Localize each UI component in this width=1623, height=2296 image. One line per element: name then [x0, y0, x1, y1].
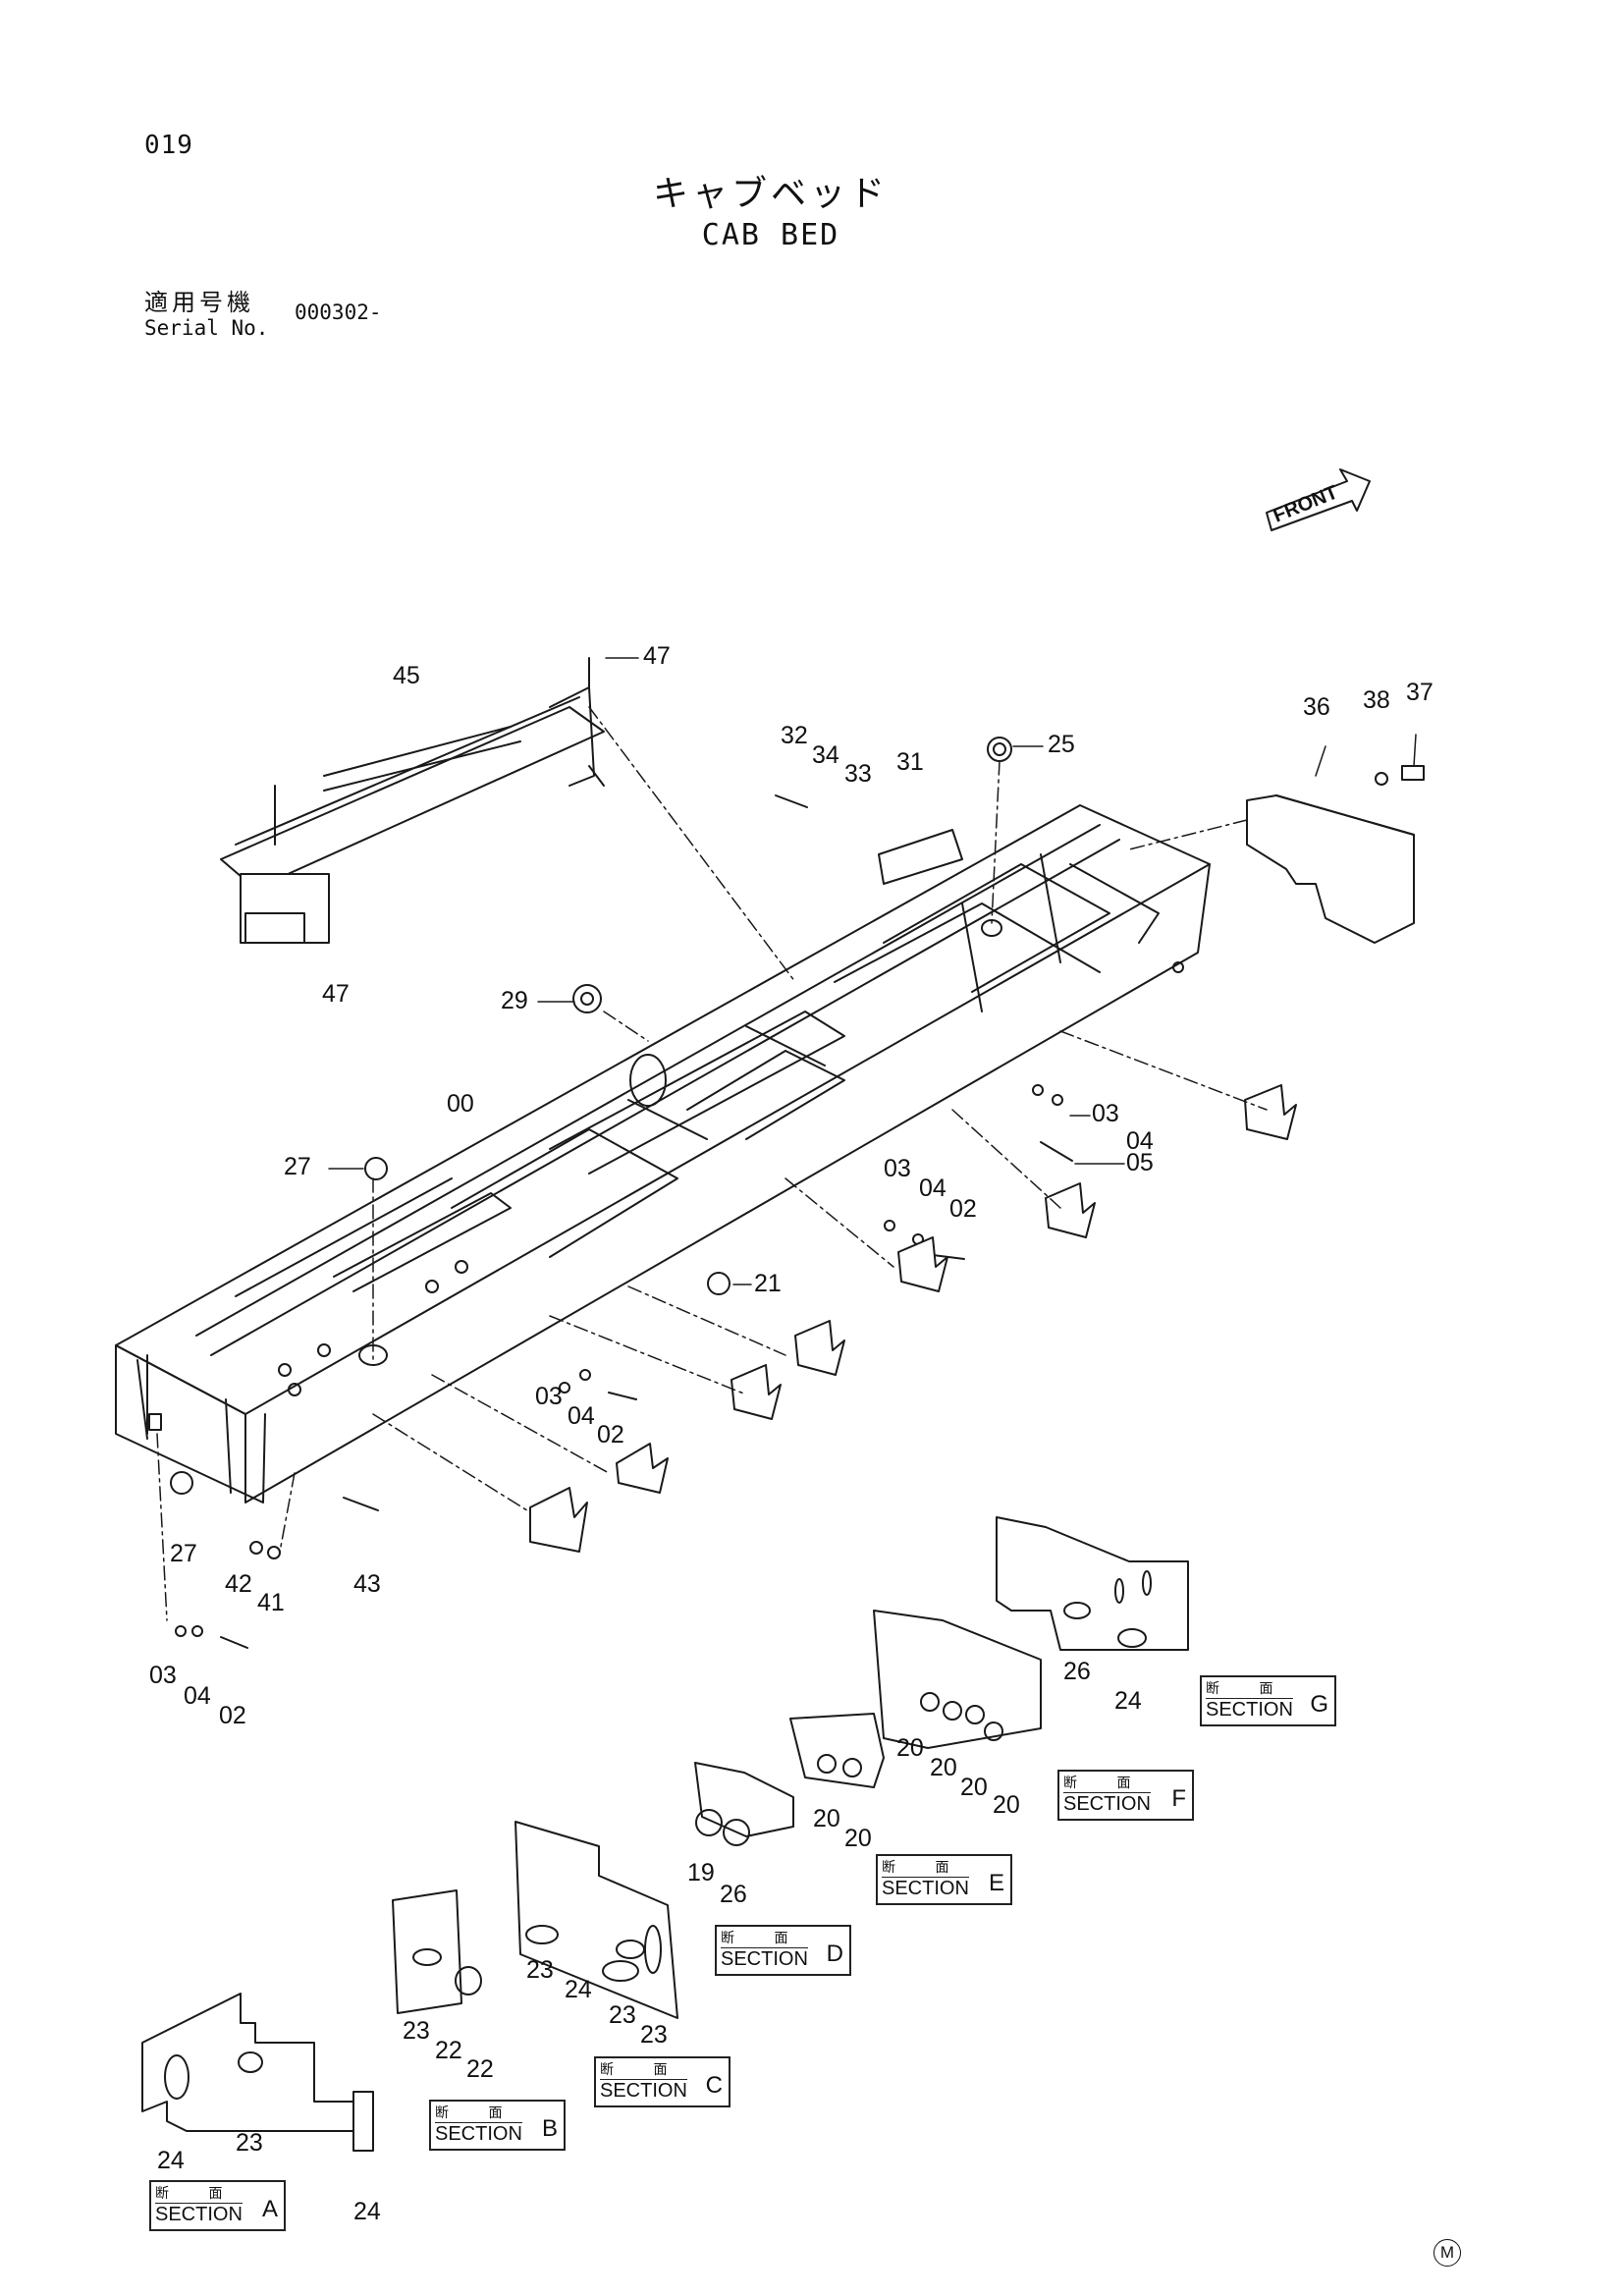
serial-number-value: 000302-: [295, 301, 382, 324]
callout-leaders: [328, 657, 1417, 1285]
step-plate-36: [1246, 794, 1415, 944]
section-word: SECTION: [600, 2079, 687, 2102]
front-label: FRONT: [1271, 481, 1341, 526]
section-box-g: 断 面 SECTION G: [1200, 1675, 1336, 1726]
fasteners: [170, 657, 1425, 1649]
section-view-c: [514, 1821, 678, 2019]
title-english: CAB BED: [701, 218, 840, 252]
section-letter: B: [541, 2115, 558, 2142]
section-word: SECTION: [1206, 1698, 1293, 1721]
section-kanji: 断 面: [1063, 1776, 1149, 1791]
section-view-a: [141, 1993, 374, 2152]
title-japanese: キャブベッド: [652, 174, 889, 214]
section-letter: F: [1171, 1785, 1186, 1812]
section-box-f: 断 面 SECTION F: [1057, 1770, 1194, 1821]
section-word: SECTION: [155, 2203, 243, 2225]
section-kanji: 断 面: [155, 2186, 241, 2202]
section-kanji: 断 面: [435, 2105, 520, 2121]
section-kanji: 断 面: [882, 1860, 967, 1876]
section-view-e: [789, 1713, 885, 1788]
section-view-f: [873, 1610, 1042, 1749]
section-box-a: 断 面 SECTION A: [149, 2180, 286, 2231]
page-number: 019: [144, 131, 193, 160]
serial-label-english: Serial No.: [144, 316, 269, 340]
cab-bed-frame: [115, 804, 1211, 1503]
section-kanji: 断 面: [600, 2062, 685, 2078]
section-kanji: 断 面: [1206, 1681, 1291, 1697]
section-letter: G: [1310, 1691, 1328, 1718]
section-letter: A: [261, 2196, 278, 2222]
plate-31: [878, 829, 963, 885]
section-view-g: [996, 1516, 1189, 1651]
section-word: SECTION: [1063, 1792, 1151, 1815]
section-letter: E: [988, 1870, 1004, 1896]
section-tags: [529, 1084, 1297, 1553]
section-letter: D: [826, 1941, 843, 1967]
serial-label-japanese: 適用号機: [144, 289, 254, 316]
bracket-45: [220, 686, 605, 944]
section-view-d: [694, 1762, 794, 1846]
front-arrow-icon: FRONT: [1266, 468, 1371, 531]
section-word: SECTION: [882, 1877, 969, 1899]
section-letter: C: [705, 2072, 723, 2099]
section-view-b: [392, 1889, 482, 2014]
section-box-c: 断 面 SECTION C: [594, 2056, 730, 2107]
m-marker: M: [1434, 2239, 1461, 2267]
section-kanji: 断 面: [721, 1931, 806, 1946]
section-box-b: 断 面 SECTION B: [429, 2100, 566, 2151]
section-box-d: 断 面 SECTION D: [715, 1925, 851, 1976]
section-box-e: 断 面 SECTION E: [876, 1854, 1012, 1905]
leader-lines: [156, 706, 1268, 1621]
section-word: SECTION: [721, 1947, 808, 1970]
section-word: SECTION: [435, 2122, 522, 2145]
